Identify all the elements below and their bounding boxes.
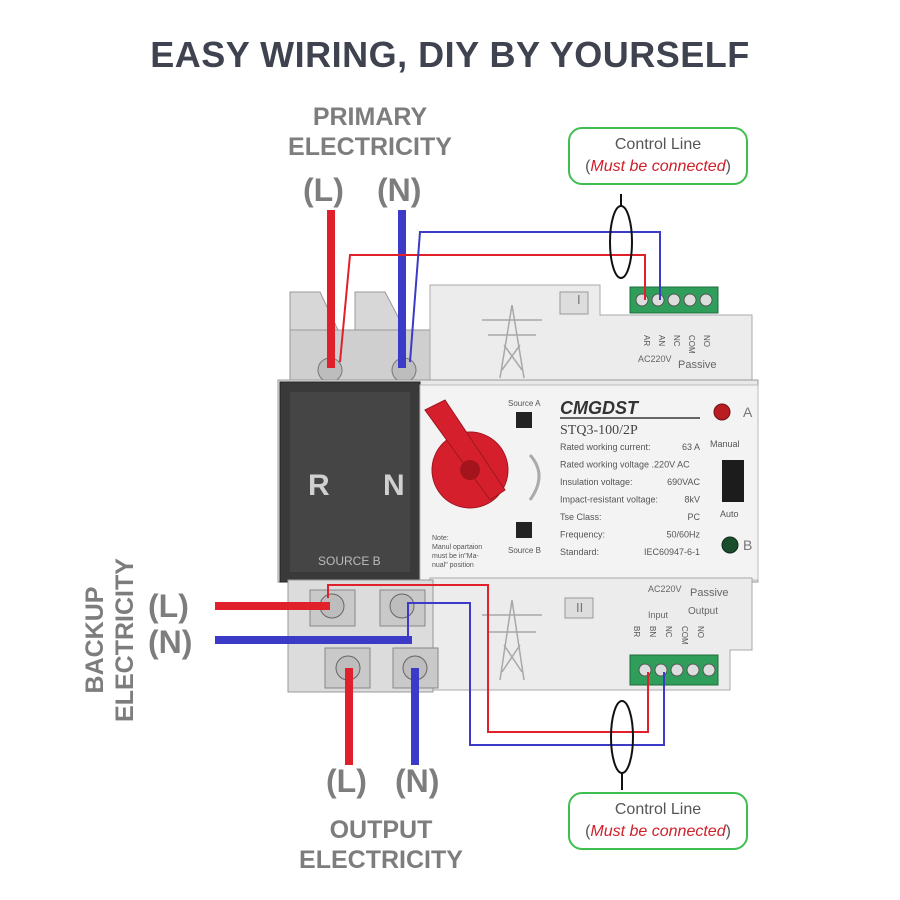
spec-value: PC (687, 512, 700, 522)
bottom-output-label: Output (688, 606, 718, 617)
bottom-terminal-label: NC (664, 626, 673, 638)
spec-table: Rated working current: 63 A Rated working … (560, 442, 700, 557)
control-line-callout-top: Control Line (Must be connected) (568, 127, 748, 185)
top-terminal-labels: AR AN NC COM NO (642, 335, 711, 354)
module-two-label: II (576, 600, 583, 615)
control-line-note-top: (Must be connected) (585, 158, 731, 175)
output-l-label: (L) (326, 763, 367, 799)
bottom-terminal-label: NO (696, 626, 705, 638)
backup-label-line1: BACKUP (81, 586, 109, 694)
backup-l-label: (L) (148, 588, 189, 624)
spec-key: Impact-resistant voltage: (560, 495, 658, 505)
indicator-b-label: B (743, 537, 752, 553)
spec-key: Tse Class: (560, 512, 602, 522)
bottom-terminal-labels: BR BN NC COM NO (632, 626, 705, 645)
note-line-2: Manul opartaion (432, 544, 482, 551)
bottom-control-neutral (407, 602, 665, 746)
spec-value: IEC60947-6-1 (644, 547, 700, 557)
output-label-line1: OUTPUT (329, 816, 433, 844)
backup-n-label: (N) (148, 624, 193, 660)
top-control-live (339, 254, 646, 363)
module-one-label: I (577, 292, 581, 307)
source-b-label: Source B (508, 546, 541, 555)
top-terminal-label: AN (657, 335, 666, 346)
spec-value: 690VAC (667, 477, 700, 487)
note-line-3: must be in"Ma- (432, 553, 480, 560)
spec-value: 8kV (684, 495, 700, 505)
bottom-cable-bundle-marker (610, 700, 634, 774)
top-passive-label: Passive (678, 359, 717, 371)
control-line-title-bottom: Control Line (614, 801, 702, 818)
top-cable-bundle-marker (609, 205, 633, 279)
indicator-a-label: A (743, 404, 753, 420)
spec-key: Frequency: (560, 530, 605, 540)
top-terminal-housing (289, 291, 431, 386)
brand-label: CMGDST (560, 398, 640, 418)
must-connect-text-top: Must be connected (590, 158, 726, 175)
control-line-callout-bottom: Control Line (Must be connected) (568, 792, 748, 850)
output-label-line2: ELECTRICITY (299, 846, 463, 874)
note-line-1: Note: (432, 535, 449, 542)
top-terminal-label: COM (687, 335, 696, 354)
block-n-label: N (383, 469, 405, 502)
spec-key: Rated working current: (560, 442, 651, 452)
block-r-label: R (308, 469, 330, 502)
top-terminal-label: NO (702, 335, 711, 347)
must-connect-text-bottom: Must be connected (590, 823, 726, 840)
spec-value: 63 A (682, 442, 700, 452)
primary-label-line2: ELECTRICITY (288, 133, 452, 161)
model-label: STQ3-100/2P (560, 423, 638, 438)
bottom-terminal-label: COM (680, 626, 689, 645)
spec-key: Standard: (560, 547, 599, 557)
auto-label: Auto (720, 509, 739, 519)
spec-key: Insulation voltage: (560, 477, 633, 487)
note-line-4: nual" position (432, 562, 474, 569)
output-label: OUTPUT ELECTRICITY (281, 815, 481, 875)
spec-value: 50/60Hz (666, 530, 700, 540)
top-terminal-label: NC (672, 335, 681, 347)
backup-label: BACKUP ELECTRICITY (80, 525, 140, 755)
manual-label: Manual (710, 439, 740, 449)
top-terminal-label: AR (642, 335, 651, 346)
bottom-passive-label: Passive (690, 587, 729, 599)
bottom-input-label: Input (648, 610, 669, 620)
primary-label: PRIMARY ELECTRICITY (270, 102, 470, 162)
top-control-neutral (409, 231, 661, 363)
backup-label-line2: ELECTRICITY (111, 558, 139, 722)
control-line-title-top: Control Line (614, 136, 702, 153)
page-title: EASY WIRING, DIY BY YOURSELF (150, 34, 750, 75)
source-a-label: Source A (508, 399, 541, 408)
main-body (277, 379, 759, 583)
bottom-terminal-label: BR (632, 626, 641, 637)
top-ac-label: AC220V (638, 354, 672, 364)
primary-l-label: (L) (303, 172, 344, 208)
bottom-control-live (327, 584, 649, 733)
bottom-ac-label: AC220V (648, 584, 682, 594)
spec-key: Rated working voltage .220V AC (560, 460, 690, 470)
control-line-note-bottom: (Must be connected) (585, 823, 731, 840)
primary-label-line1: PRIMARY (312, 103, 428, 131)
bottom-terminal-label: BN (648, 626, 657, 637)
primary-n-label: (N) (377, 172, 422, 208)
output-n-label: (N) (395, 763, 440, 799)
source-b-block-label: SOURCE B (318, 554, 381, 568)
